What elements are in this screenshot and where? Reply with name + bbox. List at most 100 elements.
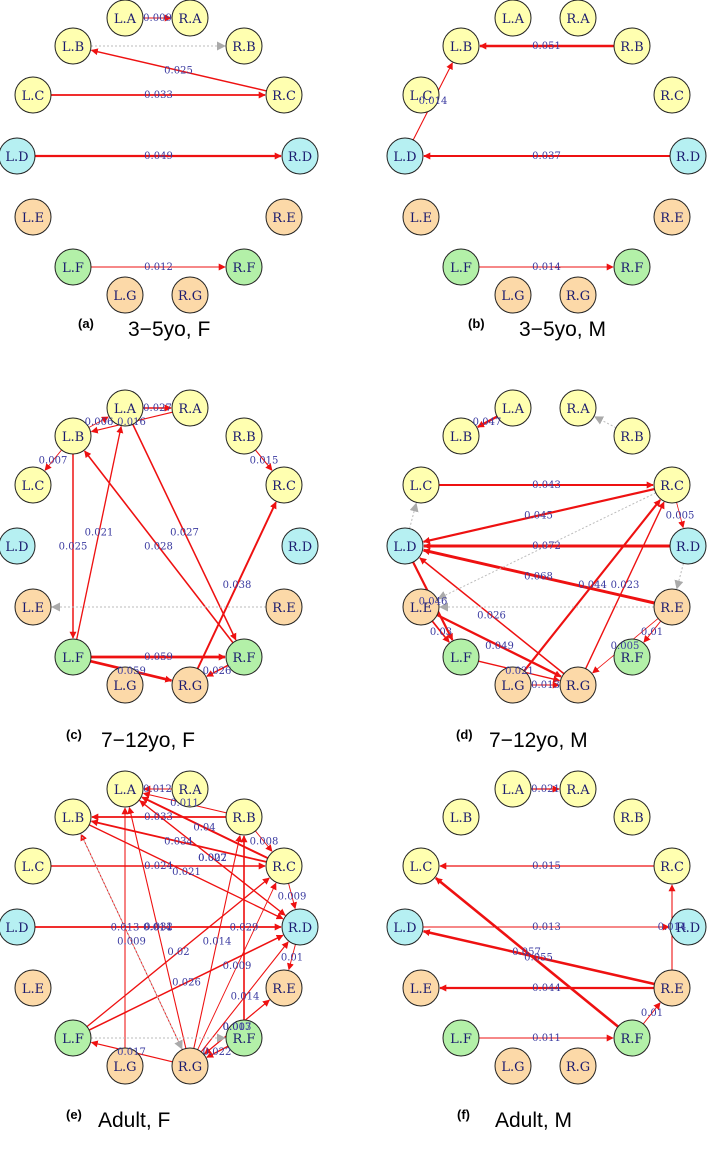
panel-letter: (b): [468, 316, 485, 331]
node-circle: [171, 389, 209, 427]
edge-rd-to-la-weight: 0.007: [198, 853, 227, 864]
edge-lg-to-rc: [523, 499, 662, 672]
node-rc: R.C: [653, 466, 691, 504]
edge-rb-to-rc: [255, 830, 273, 852]
edge-le-to-lf: [431, 620, 450, 643]
node-circle: [613, 417, 651, 455]
node-re: R.E: [265, 969, 303, 1007]
node-circle: [225, 248, 263, 286]
edge-rb-to-lb-weight: 0.051: [532, 41, 561, 52]
node-label: L.G: [501, 679, 524, 694]
node-label: L.G: [501, 289, 524, 304]
node-circle: [494, 1047, 532, 1085]
node-circle: [613, 1019, 651, 1057]
node-label: R.B: [620, 811, 643, 826]
node-lg: L.G: [106, 666, 144, 704]
node-rb: R.B: [225, 417, 263, 455]
panel-title: Adult, M: [495, 1109, 572, 1132]
node-label: R.C: [272, 89, 296, 104]
node-circle: [402, 969, 440, 1007]
node-label: R.A: [178, 12, 202, 27]
node-circle: [402, 198, 440, 236]
edge-ra-to-la-weight: 0.012: [143, 784, 172, 795]
edge-lf-to-rf-weight: 0.012: [144, 262, 173, 273]
node-label: R.G: [566, 1060, 590, 1075]
node-lg: L.G: [106, 1047, 144, 1085]
node-circle: [14, 76, 52, 114]
node-ld: L.D: [386, 527, 424, 565]
node-label: L.C: [22, 860, 45, 875]
edge-la-to-rd-weight: 0.022: [198, 853, 227, 864]
node-re: R.E: [265, 198, 303, 236]
node-label: R.E: [660, 211, 683, 226]
node-circle: [265, 76, 303, 114]
node-circle: [14, 588, 52, 626]
node-circle: [442, 1019, 480, 1057]
node-label: L.A: [114, 402, 137, 417]
panel-letter: (c): [66, 727, 82, 742]
node-circle: [559, 1047, 597, 1085]
edge-rg-to-rc-weight: 0.009: [223, 961, 252, 972]
node-lb: L.B: [54, 798, 92, 836]
node-label: R.C: [272, 860, 296, 875]
node-rf: R.F: [613, 638, 651, 676]
node-label: L.D: [393, 921, 416, 936]
edge-rg-to-rc: [197, 882, 277, 1050]
edge-le-to-rg-weight: 0.049: [485, 641, 514, 652]
node-rg: R.G: [559, 276, 597, 314]
node-ra: R.A: [559, 0, 597, 37]
node-rg: R.G: [171, 1047, 209, 1085]
edge-ld-to-rd-weight: 0.013: [532, 922, 561, 933]
edge-lb-to-lc: [44, 449, 62, 471]
node-label: L.B: [62, 430, 84, 445]
panel-title: 7−12yo, F: [101, 729, 195, 752]
node-la: L.A: [106, 0, 144, 37]
node-rd: R.D: [281, 527, 319, 565]
node-label: R.C: [660, 479, 684, 494]
edge-rf-to-lc: [434, 876, 619, 1028]
edges-layer: [412, 42, 670, 271]
edge-rf-to-re-weight: 0.01: [641, 1008, 663, 1019]
node-circle: [613, 248, 651, 286]
node-ra: R.A: [559, 389, 597, 427]
node-label: R.F: [621, 1032, 644, 1047]
node-ra: R.A: [559, 770, 597, 808]
node-circle: [171, 0, 209, 37]
node-circle: [171, 770, 209, 808]
node-circle: [281, 137, 319, 175]
node-rc: R.C: [265, 466, 303, 504]
edge-rg-to-ld-weight: 0.026: [477, 611, 506, 622]
node-la: L.A: [106, 770, 144, 808]
edge-lb-to-rd: [88, 824, 284, 920]
node-rg: R.G: [559, 1047, 597, 1085]
node-circle: [402, 466, 440, 504]
panel-title: 7−12yo, M: [489, 729, 588, 752]
node-lc: L.C: [402, 76, 440, 114]
node-ld: L.D: [0, 908, 36, 946]
edge-rd-to-re: [287, 944, 296, 971]
edge-rg-to-lf-weight: 0.017: [117, 1047, 146, 1058]
edge-lb-to-lf-weight: 0.025: [59, 542, 88, 553]
edge-rg-to-re-weight: 0.017: [223, 1022, 252, 1033]
edge-la-to-ra-weight: 0.027: [143, 403, 172, 414]
edge-la-to-ra-weight: 0.009: [143, 13, 172, 24]
edge-ra-to-lb-weight: 0.016: [117, 417, 146, 428]
node-label: R.B: [232, 811, 255, 826]
node-la: L.A: [494, 770, 532, 808]
node-label: R.B: [232, 430, 255, 445]
node-circle: [106, 0, 144, 37]
edge-rf-to-rb-weight: 0.029: [230, 923, 259, 934]
node-label: R.G: [566, 679, 590, 694]
edge-lg-to-rc-weight: 0.044: [578, 580, 607, 591]
node-circle: [613, 638, 651, 676]
node-lf: L.F: [54, 1019, 92, 1057]
node-label: R.D: [676, 921, 700, 936]
node-circle: [54, 248, 92, 286]
node-circle: [559, 666, 597, 704]
node-rd: R.D: [669, 137, 707, 175]
node-label: L.G: [113, 1060, 136, 1075]
